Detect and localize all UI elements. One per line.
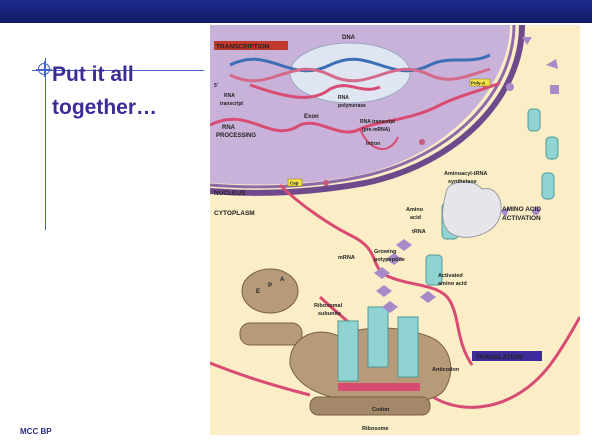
title-line-2: together… (52, 91, 212, 124)
dna-bubble (290, 43, 410, 103)
trna-a-site (398, 317, 418, 377)
rna-processing-label-1: RNA (222, 125, 236, 131)
ribosome-small-subunit (240, 323, 302, 345)
codon-band (338, 383, 420, 391)
rna-transcript-label-2: transcript (220, 101, 243, 107)
title-bar (0, 0, 592, 23)
crosshair-icon (38, 63, 50, 75)
ribosomal-label-2: subunits (318, 311, 341, 317)
rna-polymerase-label-1: RNA (338, 95, 349, 101)
ribosome-large-subunit (242, 269, 298, 313)
free-trna (546, 137, 558, 159)
rna-polymerase-label-2: polymerase (338, 103, 366, 109)
mrna-label: mRNA (338, 255, 355, 261)
amino-acid-label-2: acid (410, 215, 421, 221)
amino-acid (506, 83, 514, 91)
rna-transcript-label-1: RNA (224, 93, 235, 99)
activated-label-1: Activated (438, 273, 463, 279)
nucleus-label: NUCLEUS (214, 190, 246, 197)
cap-label: Cap (290, 181, 299, 186)
cytoplasm-label: CYTOPLASM (214, 210, 255, 217)
nuclear-pore (419, 139, 425, 145)
translation-label: TRANSLATION (476, 354, 522, 361)
ribosome-label: Ribosome (362, 426, 389, 432)
free-trna (542, 173, 554, 199)
free-trna (528, 109, 540, 131)
pre-mrna-label-2: (pre-mRNA) (362, 127, 390, 133)
growing-label-1: Growing (374, 249, 396, 255)
nuclear-pore (323, 180, 329, 186)
activation-label-2: ACTIVATION (502, 215, 541, 222)
activation-label-1: AMINO ACID (502, 206, 541, 213)
decorative-vertical-rule (45, 58, 46, 230)
growing-label-2: polypeptide (374, 257, 405, 263)
intron-label: Intron (366, 141, 380, 147)
ribosome-small (310, 397, 430, 415)
footer-text: MCC BP (20, 427, 52, 436)
amino-acid (550, 85, 559, 94)
trna-label: tRNA (412, 229, 426, 235)
codon-label: Codon (372, 407, 390, 413)
aminoacyl-label-1: Aminoacyl-tRNA (444, 171, 487, 177)
ribosomal-label-1: Ribosomal (314, 303, 343, 309)
activated-label-2: amino acid (438, 281, 467, 287)
protein-synthesis-figure: TRANSCRIPTION DNA RNA transcript RNA pol… (210, 25, 580, 435)
dna-label: DNA (342, 35, 356, 41)
p-site-label: P (268, 283, 272, 289)
trna-p-site (368, 307, 388, 367)
aminoacyl-label-2: synthetase (448, 179, 477, 185)
poly-a-label: Poly-A (471, 81, 486, 86)
title-line-1: Put it all (52, 58, 212, 91)
anticodon-label: Anticodon (432, 367, 460, 373)
pre-mrna-label-1: RNA transcript (360, 119, 395, 125)
slide-title: Put it all together… (52, 58, 212, 124)
synthetase-enzyme (443, 182, 502, 238)
rna-processing-label-2: PROCESSING (216, 133, 256, 139)
a-site-label: A (280, 277, 285, 283)
exon-label: Exon (304, 114, 319, 120)
e-site-label: E (256, 289, 260, 295)
transcription-label: TRANSCRIPTION (216, 44, 270, 51)
trna-e-site (338, 321, 358, 381)
amino-acid-label-1: Amino (406, 207, 424, 213)
